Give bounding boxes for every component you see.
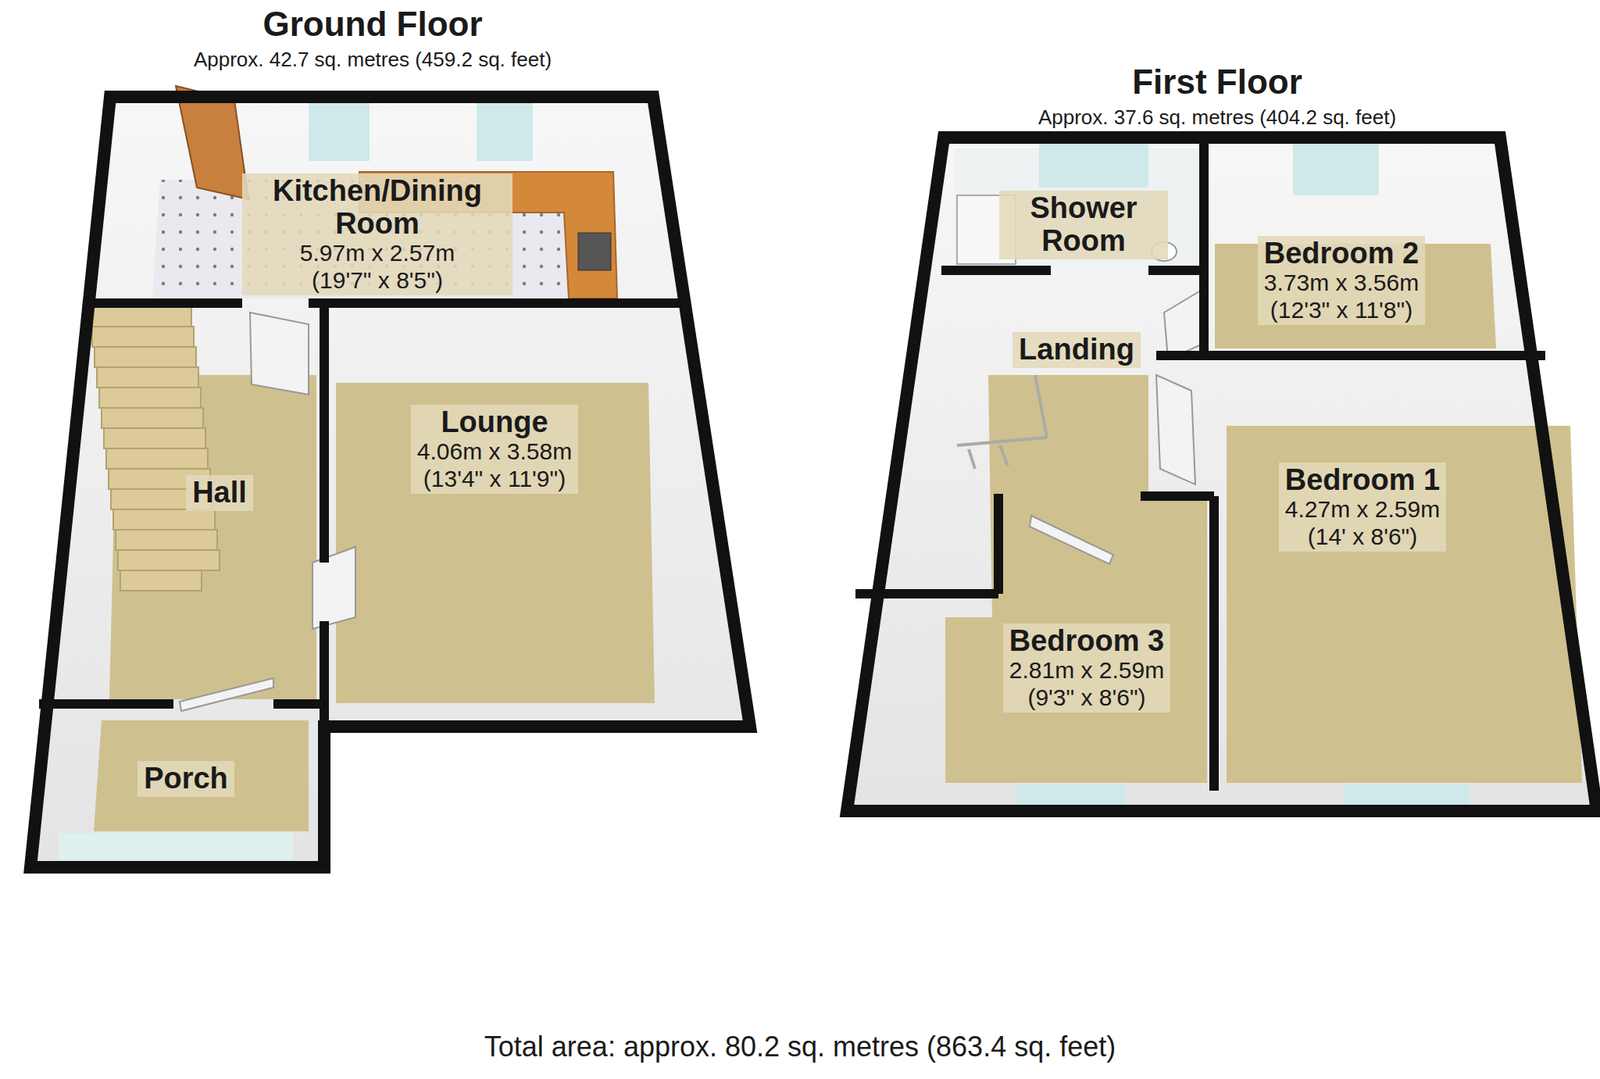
room-label: Porch — [137, 760, 235, 797]
room-label: Bedroom 32.81m x 2.59m(9'3" x 8'6") — [1003, 623, 1171, 714]
floor-plan: Ground FloorApprox. 42.7 sq. metres (459… — [0, 0, 782, 883]
room: Shower Room — [943, 137, 1204, 271]
room-dimensions: 4.06m x 3.58m — [417, 438, 572, 466]
room-dimensions: (19'7" x 8'5") — [248, 267, 507, 295]
ground-floor-art — [30, 85, 750, 868]
room-label: Bedroom 23.73m x 3.56m(12'3" x 11'8") — [1257, 235, 1425, 326]
room-label: Shower Room — [999, 190, 1168, 260]
room: Kitchen/Dining Room5.97m x 2.57m(19'7" x… — [110, 96, 654, 304]
room-label: Landing — [1012, 332, 1141, 368]
room: Bedroom 23.73m x 3.56m(12'3" x 11'8") — [1203, 137, 1511, 353]
room-dimensions: (12'3" x 11'8") — [1264, 296, 1419, 325]
room: Bedroom 14.27m x 2.59m(14' x 8'6") — [1214, 352, 1597, 811]
room-name: Bedroom 1 — [1285, 464, 1440, 497]
room-name: Shower Room — [1005, 192, 1162, 258]
room-name: Porch — [143, 762, 229, 796]
room-name: Landing — [1018, 333, 1135, 367]
room-dimensions: 5.97m x 2.57m — [248, 239, 507, 268]
room-label: Kitchen/Dining Room5.97m x 2.57m(19'7" x… — [242, 173, 513, 297]
room-dimensions: 2.81m x 2.59m — [1009, 657, 1165, 685]
room-dimensions: 4.27m x 2.59m — [1285, 496, 1440, 524]
room-dimensions: (9'3" x 8'6") — [1009, 684, 1165, 712]
room-label: Lounge4.06m x 3.58m(13'4" x 11'9") — [410, 404, 579, 495]
room: Landing — [897, 270, 1215, 592]
room-dimensions: (14' x 8'6") — [1285, 523, 1440, 551]
room-dimensions: 3.73m x 3.56m — [1264, 269, 1419, 297]
room: Porch — [30, 703, 325, 868]
room: Bedroom 32.81m x 2.59m(9'3" x 8'6") — [846, 591, 1215, 811]
room: Hall — [30, 303, 325, 704]
floor-plan: First FloorApprox. 37.6 sq. metres (404.… — [781, 0, 1600, 829]
room-label: Bedroom 14.27m x 2.59m(14' x 8'6") — [1278, 462, 1447, 553]
floor-heading: Ground Floor — [262, 4, 483, 45]
room: Lounge4.06m x 3.58m(13'4" x 11'9") — [324, 303, 750, 727]
floor-heading: First Floor — [1132, 62, 1303, 103]
room-label: Hall — [185, 475, 254, 511]
floor-area: Approx. 42.7 sq. metres (459.2 sq. feet) — [193, 48, 552, 72]
floor-area: Approx. 37.6 sq. metres (404.2 sq. feet) — [1038, 106, 1397, 130]
room-dimensions: (13'4" x 11'9") — [417, 465, 572, 493]
room-name: Hall — [192, 476, 247, 510]
room-name: Lounge — [417, 406, 572, 440]
total-area-caption: Total area: approx. 80.2 sq. metres (863… — [0, 1029, 1600, 1064]
room-name: Kitchen/Dining Room — [248, 175, 507, 241]
first-floor-art — [846, 137, 1597, 811]
room-name: Bedroom 2 — [1264, 237, 1419, 271]
room-name: Bedroom 3 — [1009, 625, 1165, 658]
